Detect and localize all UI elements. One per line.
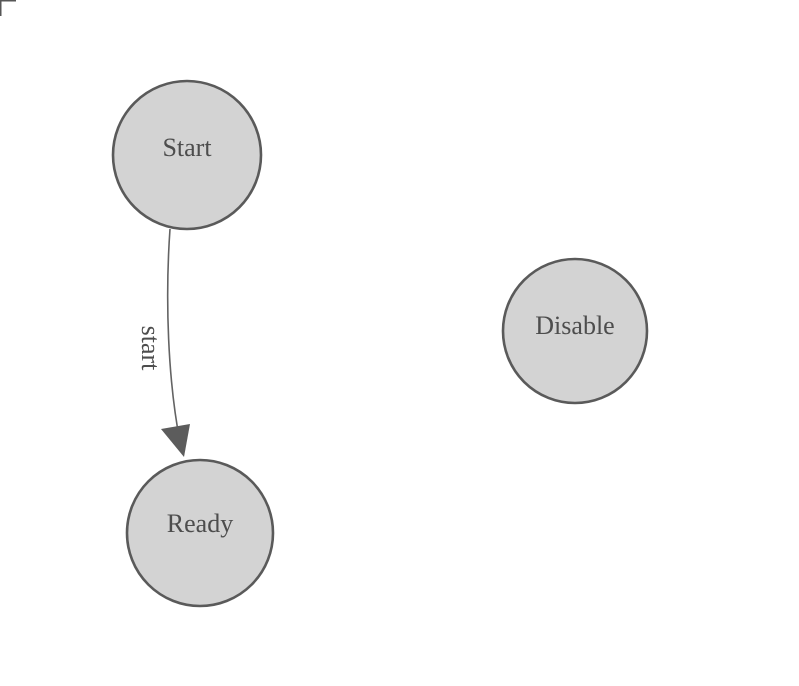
edge-label[interactable]: start [136, 326, 165, 372]
node-start-label: Start [162, 133, 212, 162]
canvas-corner-mark [0, 0, 16, 16]
node-start[interactable]: Start [111, 79, 263, 231]
node-disable-circle[interactable] [501, 257, 649, 405]
node-ready-circle[interactable] [125, 458, 275, 608]
node-ready[interactable]: Ready [125, 458, 275, 608]
arrowhead-icon [161, 424, 190, 457]
edge-start-to-ready[interactable]: start [136, 228, 190, 457]
node-start-circle[interactable] [111, 79, 263, 231]
node-ready-label: Ready [167, 509, 233, 538]
node-disable[interactable]: Disable [501, 257, 649, 405]
node-disable-label: Disable [535, 311, 614, 340]
edge-line[interactable] [166, 228, 181, 443]
